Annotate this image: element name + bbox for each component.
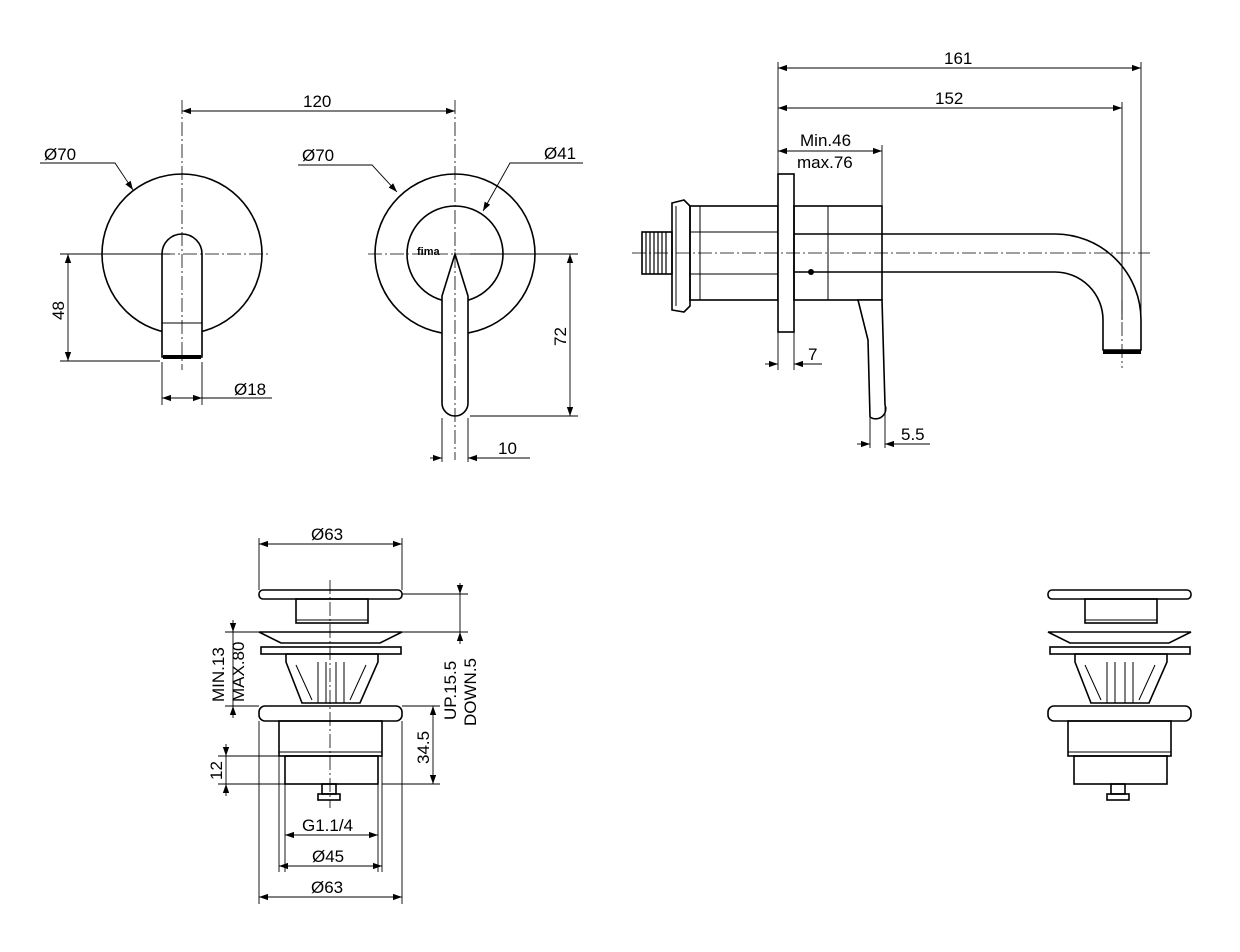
brand-logo: fima xyxy=(417,246,441,258)
aerator-tip xyxy=(163,355,201,359)
diam-41-leader xyxy=(482,162,583,212)
diam-70-leader xyxy=(298,164,398,193)
thickness-7-label: 7 xyxy=(808,345,817,364)
length-152-label: 152 xyxy=(935,89,963,108)
length-161-label: 161 xyxy=(944,49,972,68)
waste-cap xyxy=(258,589,403,600)
height-48-label: 48 xyxy=(49,301,68,320)
height-34-5-label: 34.5 xyxy=(414,731,433,764)
min-13-label: MIN.13 xyxy=(209,647,228,702)
diam-70-label: Ø70 xyxy=(44,145,76,164)
down-5-label: DOWN.5 xyxy=(461,658,480,726)
waste-body xyxy=(278,720,383,757)
offset-5-5-label: 5.5 xyxy=(901,425,925,444)
waste-flange xyxy=(258,631,403,644)
waste-cage xyxy=(285,653,379,704)
thread-size-label: G1.1/4 xyxy=(302,816,353,835)
up-15-5-label: UP.15.5 xyxy=(441,661,460,720)
min-46-label: Min.46 xyxy=(800,131,851,150)
front-view-plate: fima Ø70 Ø41 72 10 xyxy=(298,100,583,462)
waste-valve-plain xyxy=(1047,589,1192,801)
waste-thread xyxy=(284,755,379,785)
diam-18-label: Ø18 xyxy=(234,380,266,399)
waste-washer xyxy=(260,646,402,655)
side-lever xyxy=(856,299,887,420)
diam-63-bottom-label: Ø63 xyxy=(311,878,343,897)
width-10-label: 10 xyxy=(498,439,517,458)
spout xyxy=(794,233,1142,351)
max-80-label: MAX.80 xyxy=(229,642,248,702)
spacing-120-label: 120 xyxy=(303,92,331,111)
diam-41-label: Ø41 xyxy=(544,144,576,163)
diam-45-label: Ø45 xyxy=(312,847,344,866)
diam-70-label: Ø70 xyxy=(302,146,334,165)
side-view: 161 152 Min.46 max.76 7 5.5 xyxy=(632,49,1150,448)
waste-valve-dimensioned: Ø63 UP.15.5 DOWN.5 34.5 MIN.13 MAX.80 12 xyxy=(207,525,480,904)
waste-body-flange xyxy=(258,705,403,722)
max-76-label: max.76 xyxy=(797,153,853,172)
diam-63-top-label: Ø63 xyxy=(311,525,343,544)
waste-stem xyxy=(295,598,369,624)
diam-70-leader xyxy=(40,162,134,191)
rear-flange xyxy=(671,199,691,313)
height-12-label: 12 xyxy=(207,761,226,780)
front-view-handle: Ø70 48 Ø18 120 xyxy=(40,92,455,405)
height-72-label: 72 xyxy=(551,327,570,346)
waste-pin xyxy=(321,783,337,795)
